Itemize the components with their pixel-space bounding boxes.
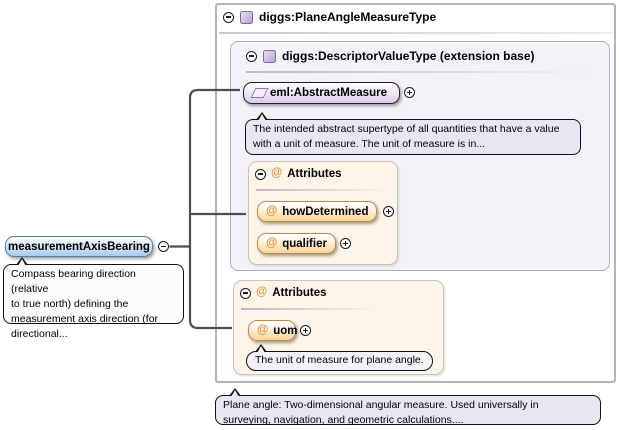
collapse-icon[interactable] xyxy=(223,11,234,23)
expand-icon[interactable] xyxy=(300,325,311,336)
header-separator xyxy=(246,71,596,73)
expand-icon[interactable] xyxy=(404,87,415,98)
attributes-title: Attributes xyxy=(287,168,342,180)
base-element-annotation: The intended abstract supertype of all q… xyxy=(245,112,581,155)
header-separator xyxy=(219,32,613,34)
collapse-icon[interactable] xyxy=(240,287,251,299)
attribute-how-determined[interactable]: @ howDetermined xyxy=(257,201,377,222)
base-element-abstract-measure[interactable]: eml:AbstractMeasure xyxy=(243,82,400,104)
type-annotation: Plane angle: Two-dimensional angular mea… xyxy=(215,388,601,426)
complex-type-icon xyxy=(240,10,253,24)
extension-title: diggs:DescriptorValueType (extension bas… xyxy=(282,49,535,63)
attribute-label: uom xyxy=(273,324,298,337)
attribute-icon: @ xyxy=(257,323,269,336)
header-separator xyxy=(241,308,381,310)
collapse-icon[interactable] xyxy=(255,168,266,180)
attribute-icon: @ xyxy=(271,167,283,180)
attribute-icon: @ xyxy=(266,236,278,249)
attributes-box: @ Attributes @ uom The unit of measure f… xyxy=(233,280,444,375)
expand-icon[interactable] xyxy=(383,206,394,217)
attribute-label: qualifier xyxy=(282,237,327,250)
expand-icon[interactable] xyxy=(340,238,351,249)
extension-box-header: diggs:DescriptorValueType (extension bas… xyxy=(246,49,535,63)
collapse-icon[interactable] xyxy=(246,50,257,62)
uom-annotation: The unit of measure for plane angle. xyxy=(246,344,433,371)
element-measurement-axis-bearing[interactable]: measurementAxisBearing xyxy=(5,236,153,257)
complex-type-icon xyxy=(263,49,276,63)
element-label: measurementAxisBearing xyxy=(8,240,150,253)
attributes-header: @ Attributes xyxy=(255,168,342,180)
type-box-plane-angle-measure: diggs:PlaneAngleMeasureType diggs:Descri… xyxy=(215,3,616,383)
attribute-label: howDetermined xyxy=(282,205,369,218)
attributes-header: @ Attributes xyxy=(240,287,327,299)
type-title: diggs:PlaneAngleMeasureType xyxy=(259,10,437,24)
attribute-icon: @ xyxy=(256,286,268,299)
base-element-label: eml:AbstractMeasure xyxy=(270,87,387,99)
collapse-icon[interactable] xyxy=(158,241,169,252)
type-box-header: diggs:PlaneAngleMeasureType xyxy=(223,10,436,24)
attribute-qualifier[interactable]: @ qualifier xyxy=(257,233,336,254)
header-separator xyxy=(256,189,390,191)
abstract-element-icon xyxy=(250,88,269,98)
attribute-uom[interactable]: @ uom xyxy=(248,320,298,341)
attributes-title: Attributes xyxy=(272,287,327,299)
attributes-box: @ Attributes @ howDetermined @ qualifier xyxy=(248,161,398,265)
attribute-icon: @ xyxy=(266,204,278,217)
extension-base-box: diggs:DescriptorValueType (extension bas… xyxy=(230,41,610,271)
element-annotation: Compass bearing direction (relative to t… xyxy=(3,257,184,340)
